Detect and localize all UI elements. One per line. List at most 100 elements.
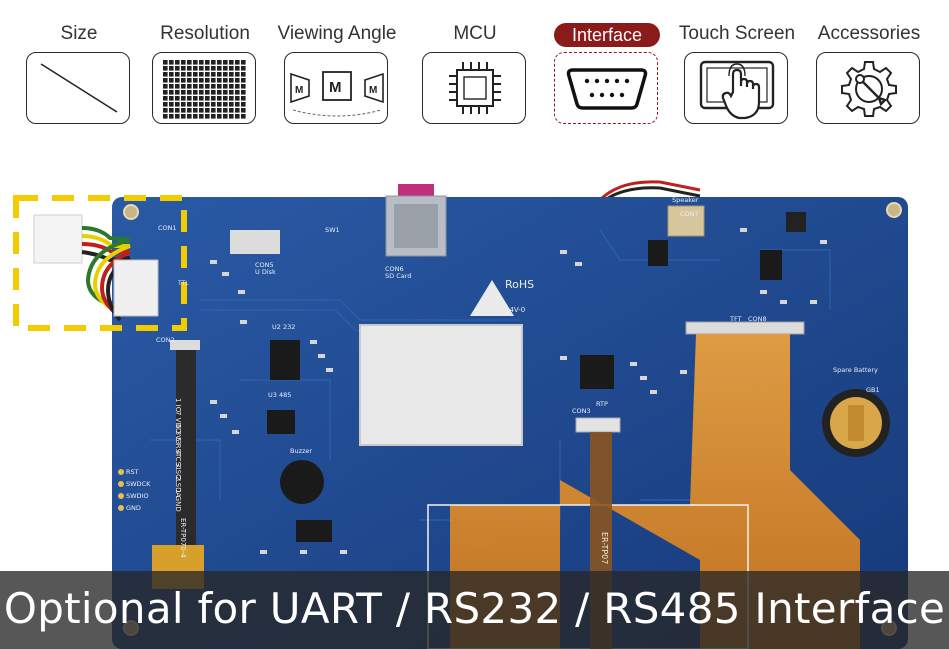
con1-pin-label: 2 SDA — [174, 476, 182, 497]
smd-component — [810, 300, 817, 304]
silk-gnd: GND — [126, 504, 141, 512]
interface-highlight-box — [13, 195, 187, 331]
tab-mcu-label: MCU — [453, 23, 497, 44]
tab-accessories-label: Accessories — [817, 23, 921, 44]
tab-size-label: Size — [60, 23, 98, 44]
smd-component — [318, 354, 325, 358]
tab-size-box[interactable] — [26, 52, 130, 124]
tab-viewing-angle-label: Viewing Angle — [277, 23, 397, 44]
silk-swdio: SWDIO — [126, 492, 149, 500]
chip-icon — [449, 62, 501, 114]
svg-text:M: M — [295, 85, 303, 96]
smd-component — [210, 260, 217, 264]
db9-connector-icon — [566, 68, 648, 110]
gear-wrench-icon — [841, 61, 897, 117]
smd-component — [310, 340, 317, 344]
silk-con1: CON1 — [158, 224, 177, 232]
smd-component — [232, 430, 239, 434]
tab-viewing-angle-box[interactable]: M M M — [284, 52, 388, 124]
con1-pin-label: 4 CS1 — [174, 450, 182, 470]
caption-text: Optional for UART / RS232 / RS485 Interf… — [3, 584, 946, 633]
smd-component — [222, 272, 229, 276]
silk-sd-card: SD Card — [385, 272, 411, 280]
silk-94v0: 94V-0 — [505, 306, 525, 314]
svg-text:M: M — [329, 79, 342, 96]
smd-component — [740, 228, 747, 232]
silk-spare-battery: Spare Battery — [833, 366, 878, 374]
smd-component — [260, 550, 267, 554]
silk-buzzer: Buzzer — [290, 447, 312, 455]
silk-u-disk: U Disk — [255, 268, 276, 276]
smd-component — [560, 250, 567, 254]
silk-con2: CON2 — [156, 336, 175, 344]
silk-con8: CON8 — [748, 315, 767, 323]
smd-component — [680, 370, 687, 374]
diagonal-line-icon — [40, 63, 118, 113]
smd-component — [760, 290, 767, 294]
tab-interface-label: Interface — [554, 23, 660, 47]
silk-u2-232: U2 232 — [272, 323, 295, 331]
silk-u3-485: U3 485 — [268, 391, 291, 399]
tft-fpc — [450, 334, 860, 649]
tab-accessories-box[interactable] — [816, 52, 920, 124]
smd-component — [220, 414, 227, 418]
wire-harness — [33, 214, 159, 322]
silk-con5: CON5 — [255, 261, 274, 269]
silk-tft: TFT — [729, 315, 742, 323]
svg-text:M: M — [369, 85, 377, 96]
smd-component — [780, 300, 787, 304]
con1-pin-label: 5 RST — [174, 437, 182, 458]
silk-model: ER-TP070-4 — [179, 518, 187, 558]
feature-tabs: Size Resolution Viewing Angle M M M — [0, 0, 949, 140]
smd-component — [326, 368, 333, 372]
silk-gb1: GB1 — [866, 386, 880, 394]
tab-resolution-box[interactable] — [152, 52, 256, 124]
smd-component — [820, 240, 827, 244]
silk-con3: CON3 — [572, 407, 591, 415]
con1-pin-label: 6 3V3 — [174, 424, 182, 444]
smd-component — [640, 376, 647, 380]
smd-component — [210, 400, 217, 404]
viewing-angle-icon: M M M — [290, 71, 384, 117]
smd-component — [240, 320, 247, 324]
silk-fpc-code: ER-TP07 — [600, 532, 609, 564]
silk-rst: RST — [126, 468, 139, 476]
silk-swdck: SWDCK — [126, 480, 151, 488]
tab-mcu[interactable]: MCU — [416, 0, 534, 140]
silk-con6: CON6 — [385, 265, 404, 273]
touch-screen-icon — [699, 60, 775, 120]
lcd-controller-board: CON1 TTL CON5 U Disk SW1 CON6 SD Card Sp… — [13, 180, 908, 649]
silk-rtp: RTP — [596, 400, 608, 408]
silk-ttl: TTL — [177, 280, 189, 287]
smd-component — [630, 362, 637, 366]
silk-con7: CON7 — [680, 210, 699, 218]
tab-accessories[interactable]: Accessories — [810, 0, 928, 140]
silk-speaker: Speaker — [672, 196, 699, 204]
board-photo: CON1 TTL CON5 U Disk SW1 CON6 SD Card Sp… — [0, 140, 949, 649]
rohs-logo: RoHS 94V-0 — [470, 278, 534, 316]
smd-component — [340, 550, 347, 554]
silk-sw1: SW1 — [325, 226, 340, 234]
tab-resolution[interactable]: Resolution — [146, 0, 264, 140]
smd-component — [300, 550, 307, 554]
tab-mcu-box[interactable] — [422, 52, 526, 124]
tab-touch-screen[interactable]: Touch Screen — [678, 0, 796, 140]
tab-viewing-angle[interactable]: Viewing Angle M M M — [277, 0, 397, 140]
con1-pin-label: 1 GND — [174, 489, 182, 512]
pixel-grid-icon — [163, 60, 246, 119]
smd-component — [560, 356, 567, 360]
tab-touch-screen-label: Touch Screen — [678, 23, 796, 44]
con1-pin-label: 3 SCL — [174, 463, 182, 483]
smd-component — [238, 290, 245, 294]
tab-resolution-label: Resolution — [160, 23, 250, 44]
tab-interface[interactable]: Interface — [548, 0, 666, 140]
smd-component — [650, 390, 657, 394]
tab-touch-screen-box[interactable] — [684, 52, 788, 124]
con1-pin-label: 7 VDD — [174, 411, 182, 433]
silk-rohs: RoHS — [505, 278, 534, 291]
tab-size[interactable]: Size — [20, 0, 138, 140]
tab-interface-box[interactable] — [554, 52, 658, 124]
smd-component — [575, 262, 582, 266]
con1-pin-label: 1 IO — [174, 398, 182, 413]
caption-bar — [0, 571, 949, 649]
